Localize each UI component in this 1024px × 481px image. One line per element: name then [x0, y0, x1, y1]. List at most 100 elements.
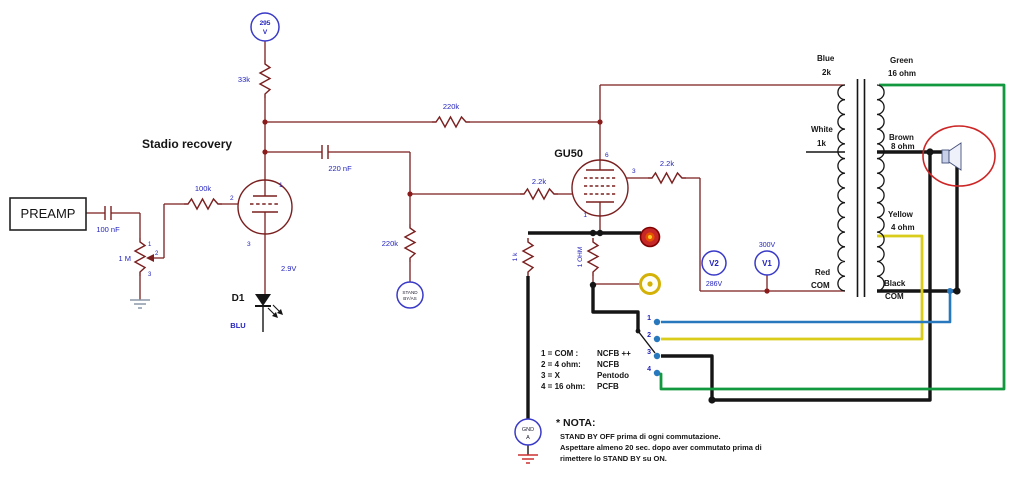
junction [926, 148, 934, 156]
resistor-22k-screen-label: 2.2k [660, 159, 674, 168]
resistor-1k-sense: 1 k [512, 237, 534, 277]
wire-green-16ohm [659, 83, 1006, 391]
junction [589, 281, 597, 289]
meter-v1: V1 300V [754, 242, 780, 276]
gnd-a-line1: GND [522, 427, 534, 433]
jack-red-center [648, 235, 652, 239]
feedback-wires [659, 83, 1006, 391]
input-ground-symbol [130, 299, 150, 309]
meter-v2: V2 286V [701, 250, 727, 288]
meter-v1-circle [754, 250, 780, 276]
legend-1-mode: NCFB ++ [597, 349, 631, 358]
junction [953, 287, 961, 295]
supply-295v-node: 295 V [250, 12, 280, 42]
speaker [922, 125, 996, 187]
speaker-cone [948, 142, 962, 171]
tap-green-value: 16 ohm [888, 69, 916, 78]
selector-contact-4-num: 4 [647, 366, 651, 373]
tap-red-value: COM [811, 281, 830, 290]
gu50-pin-cathode: 1 [583, 212, 587, 219]
tap-yellow-name: Yellow [888, 210, 914, 219]
resistor-2.2k-screen: 2.2k [647, 159, 687, 184]
selector-contact-1 [653, 318, 661, 326]
wire-yellow-4ohm [661, 234, 924, 341]
tap-yellow-value: 4 ohm [891, 223, 915, 232]
meter-v2-circle [701, 250, 727, 276]
resistor-220k-grid: 220k [382, 223, 416, 263]
junction [407, 191, 413, 197]
capacitor-100nf-label: 100 nF [96, 225, 120, 234]
speaker-magnet [941, 149, 950, 164]
wire-feedback-link [591, 285, 640, 331]
nota-line-2: Aspettare almeno 20 sec. dopo aver commu… [560, 443, 762, 452]
gnd-a-symbol [518, 454, 538, 464]
preamp-block: PREAMP [9, 197, 87, 231]
speaker-ring [922, 125, 996, 187]
supply-295v-unit: V [263, 29, 268, 36]
tap-green-name: Green [890, 56, 913, 65]
standby-node: STAND BY/AS [396, 281, 424, 309]
junction [262, 119, 268, 125]
capacitor-220nf-label: 220 nF [328, 164, 352, 173]
gnd-a-circle [514, 418, 542, 446]
selector-legend: 1 = COM : NCFB ++ 2 = 4 ohm: NCFB 3 = X … [541, 349, 631, 391]
standby-circle [396, 281, 424, 309]
output-transformer: Blue 2k White 1k Red COM Green 16 ohm Br… [806, 54, 916, 301]
resistor-220k-grid-label: 220k [382, 239, 399, 248]
selector-contact-1-num: 1 [647, 315, 651, 322]
pot-pin-1: 1 [148, 242, 152, 248]
signal-wires [86, 41, 845, 300]
meter-v1-label: V1 [762, 259, 772, 268]
nota-block: * NOTA: STAND BY OFF prima di ogni commu… [556, 417, 762, 463]
junction [764, 288, 770, 294]
triode-pin-anode: 1 [279, 182, 283, 189]
legend-4-mode: PCFB [597, 382, 619, 391]
pot-pin-3: 3 [148, 272, 152, 278]
standby-line2: BY/AS [403, 296, 417, 301]
resistor-2.2k-grid: 2.2k [519, 177, 559, 200]
junction [589, 229, 597, 237]
gu50-envelope [571, 159, 629, 217]
capacitor-220nf: 220 nF [321, 145, 352, 173]
resistor-1ohm-label: 1 OHM [577, 247, 584, 268]
pot-pin-2: 2 [155, 251, 159, 257]
capacitor-100nf-plates [104, 206, 112, 220]
legend-3-pos: 3 = X [541, 371, 561, 380]
legend-3-mode: Pentodo [597, 371, 629, 380]
supply-295v-circle [250, 12, 280, 42]
tap-black-value: COM [885, 292, 904, 301]
led-triangle [255, 294, 271, 306]
potentiometer-1m: 1 M 1 2 3 [118, 237, 159, 309]
junction [708, 396, 716, 404]
legend-4-pos: 4 = 16 ohm: [541, 382, 585, 391]
junction [597, 119, 603, 125]
selector-wiper-arm [637, 330, 656, 354]
selector-contact-4 [653, 369, 661, 377]
stage-title: Stadio recovery [142, 137, 232, 151]
gnd-a-line2: A [526, 435, 530, 441]
capacitor-220nf-plates [321, 145, 329, 159]
meter-v2-label: V2 [709, 259, 719, 268]
wire-wiper-to-grid [154, 203, 238, 259]
junction-dots [262, 119, 961, 404]
triode-envelope [237, 179, 293, 235]
cathode-voltage-label: 2.9V [281, 264, 296, 273]
nota-line-1: STAND BY OFF prima di ogni commutazione. [560, 432, 721, 441]
junction [262, 149, 268, 155]
selector-contact-3 [653, 352, 661, 360]
resistor-33k: 33k [238, 59, 271, 99]
resistor-220k-coupling-label: 220k [443, 102, 460, 111]
led-arrowhead-2 [277, 309, 283, 315]
wire-220nf-branch [265, 151, 411, 224]
triode-recovery-tube: 1 2 3 [230, 179, 293, 248]
tap-white-name: White [811, 125, 833, 134]
gnd-a-node: GND A [514, 418, 542, 464]
legend-1-pos: 1 = COM : [541, 349, 578, 358]
jack-yellow-center [647, 281, 653, 287]
capacitor-100nf: 100 nF [96, 206, 120, 234]
selector-contact-3-num: 3 [647, 349, 651, 356]
wire-preamp-input [86, 212, 141, 238]
secondary-winding [876, 84, 885, 292]
